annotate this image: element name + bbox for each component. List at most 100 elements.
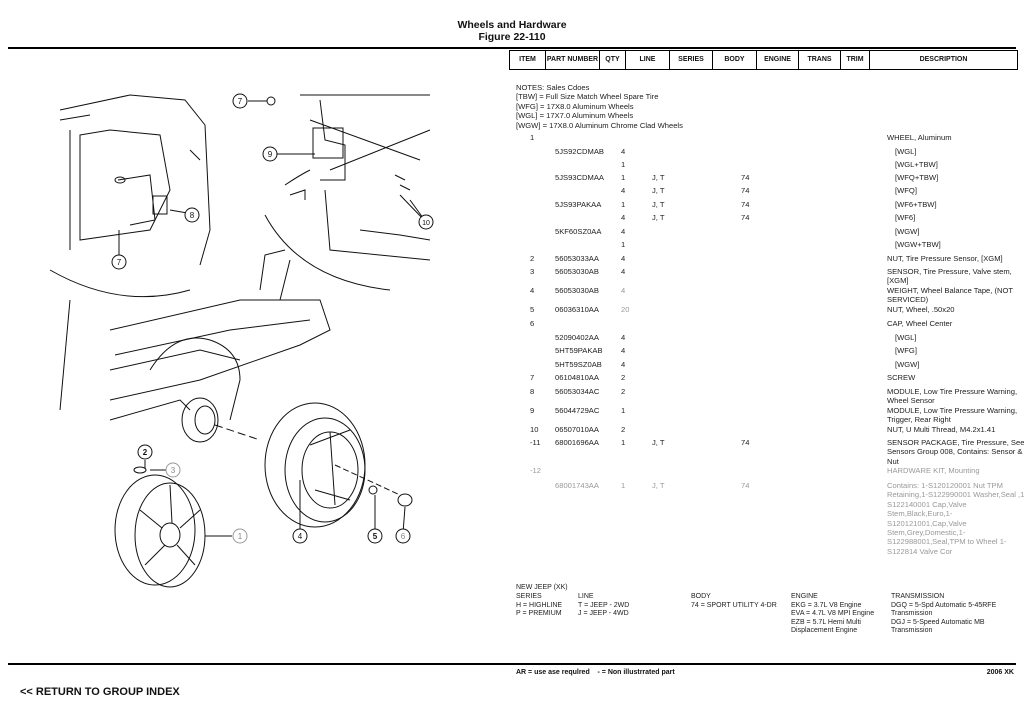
description: [WF6+TBW] xyxy=(895,200,937,209)
col-qty: QTY xyxy=(600,51,626,69)
callout-10 xyxy=(418,214,434,230)
quantity: 4 xyxy=(621,227,626,236)
part-number: 5JS93CDMAA xyxy=(555,173,604,182)
part-number: 56053034AC xyxy=(555,387,600,396)
quantity: 1 xyxy=(621,481,626,490)
col-item: ITEM xyxy=(510,51,546,69)
quantity: 4 xyxy=(621,333,626,342)
callout-2 xyxy=(137,444,153,460)
legend-series: SERIES H = HIGHLINE P = PREMIUM xyxy=(516,593,562,619)
quantity: 1 xyxy=(621,160,626,169)
callout-4 xyxy=(292,528,308,544)
quantity: 4 xyxy=(621,346,626,355)
item-number: -11 xyxy=(530,438,541,447)
part-number: 5HT59SZ0AB xyxy=(555,360,602,369)
quantity: 4 xyxy=(621,286,626,295)
quantity: 2 xyxy=(621,425,626,434)
callout-8 xyxy=(184,207,200,223)
quantity: 20 xyxy=(621,305,630,314)
legend-transmission: TRANSMISSION DGQ = 5-Spd Automatic 5-45R… xyxy=(891,593,1016,636)
center-cap xyxy=(397,493,413,507)
page-title: Wheels and Hardware xyxy=(457,19,567,31)
item-number: 1 xyxy=(530,133,535,142)
part-number: 06036310AA xyxy=(555,305,599,314)
part-number: 56053030AB xyxy=(555,267,599,276)
callout-7-top xyxy=(232,93,248,109)
item-number: 6 xyxy=(530,319,535,328)
item-number: 2 xyxy=(530,254,535,263)
description: [WGW] xyxy=(895,360,920,369)
item-number: 9 xyxy=(530,406,535,415)
description: Contains: 1-S120120001 Nut TPM Retaining… xyxy=(887,481,1024,556)
header-divider xyxy=(8,47,1016,49)
body-code: 74 xyxy=(741,213,750,222)
wheel-hub xyxy=(181,397,261,443)
legend-line-item: T = JEEP - 2WD xyxy=(578,601,630,609)
col-description: DESCRIPTION xyxy=(919,56,968,63)
item-number: 8 xyxy=(530,387,535,396)
part-number: 68001696AA xyxy=(555,438,599,447)
alloy-wheel xyxy=(114,474,206,588)
line-code: J, T xyxy=(652,213,665,222)
body-code: 74 xyxy=(741,481,750,490)
footer-year-model: 2006 XK xyxy=(986,669,1014,676)
callout-label: 3 xyxy=(171,466,176,475)
part-number: 5JS93PAKAA xyxy=(555,200,602,209)
note-line: [WFG] = 17X8.0 Aluminum Wheels xyxy=(516,101,634,111)
description: WHEEL, Aluminum xyxy=(887,133,952,142)
part-number: 68001743AA xyxy=(555,481,599,490)
description: [WFQ+TBW] xyxy=(895,173,939,182)
description: SCREW xyxy=(887,373,916,382)
note-line: [WGL] = 17X7.0 Aluminum Wheels xyxy=(516,111,634,121)
callout-6 xyxy=(395,528,411,544)
part-number: 56044729AC xyxy=(555,406,600,415)
callout-3 xyxy=(165,462,181,478)
callout-label: 10 xyxy=(422,220,430,227)
callout-1 xyxy=(232,528,248,544)
legend-trans-label: TRANSMISSION xyxy=(891,593,945,600)
return-to-group-index-link[interactable]: << RETURN TO GROUP INDEX xyxy=(20,686,180,698)
description: [WF6] xyxy=(895,213,916,222)
legend-engine: ENGINE EKG = 3.7L V8 Engine EVA = 4.7L V… xyxy=(791,593,886,636)
legend-line-item: J = JEEP - 4WD xyxy=(578,610,629,618)
exploded-parts-diagram: 7 9 8 7 10 2 3 1 4 5 6 xyxy=(49,93,434,588)
callout-label: 5 xyxy=(373,532,378,541)
description: [WGW+TBW] xyxy=(895,240,941,249)
callout-5 xyxy=(367,528,383,544)
sales-code-notes: NOTES: Sales Cdoes [TBW] = Full Size Mat… xyxy=(516,83,683,130)
body-code: 74 xyxy=(741,173,750,182)
legend-line: LINE T = JEEP - 2WD J = JEEP - 4WD xyxy=(578,593,629,619)
legend-body: BODY 74 = SPORT UTILITY 4-DR xyxy=(691,593,777,610)
part-number: 5KF60SZ0AA xyxy=(555,227,602,236)
description: [WFQ] xyxy=(895,186,917,195)
callout-label: 1 xyxy=(238,532,243,541)
callout-label: 8 xyxy=(190,211,195,220)
body-code: 74 xyxy=(741,200,750,209)
col-line: LINE xyxy=(626,51,670,69)
item-number: 5 xyxy=(530,305,535,314)
legend-body-item: 74 = SPORT UTILITY 4-DR xyxy=(691,601,777,609)
body-code: 74 xyxy=(741,438,750,447)
line-code: J, T xyxy=(652,438,665,447)
legend-engine-item: EKG = 3.7L V8 Engine xyxy=(791,601,862,609)
quantity: 4 xyxy=(621,147,626,156)
wheel-nut xyxy=(368,485,378,495)
vehicle-body xyxy=(59,249,331,421)
item-number: 4 xyxy=(530,286,535,295)
part-number: 06104810AA xyxy=(555,373,599,382)
callout-9 xyxy=(262,146,278,162)
callout-label: 6 xyxy=(401,532,406,541)
description: MODULE, Low Tire Pressure Warning, Wheel… xyxy=(887,387,1018,406)
description: HARDWARE KIT, Mounting xyxy=(887,466,980,475)
part-number: 52090402AA xyxy=(555,333,599,342)
quantity: 1 xyxy=(621,240,626,249)
legend-series-label: SERIES xyxy=(516,593,542,600)
quantity: 1 xyxy=(621,200,626,209)
figure-number: Figure 22-110 xyxy=(478,31,546,43)
description: SENSOR, Tire Pressure, Valve stem, [XGM] xyxy=(887,267,1012,286)
legend-line-label: LINE xyxy=(578,593,594,600)
part-number: 5HT59PAKAB xyxy=(555,346,603,355)
description: [WGW] xyxy=(895,227,920,236)
description: CAP, Wheel Center xyxy=(887,319,953,328)
description: SENSOR PACKAGE, Tire Pressure, See Senso… xyxy=(887,438,1024,466)
